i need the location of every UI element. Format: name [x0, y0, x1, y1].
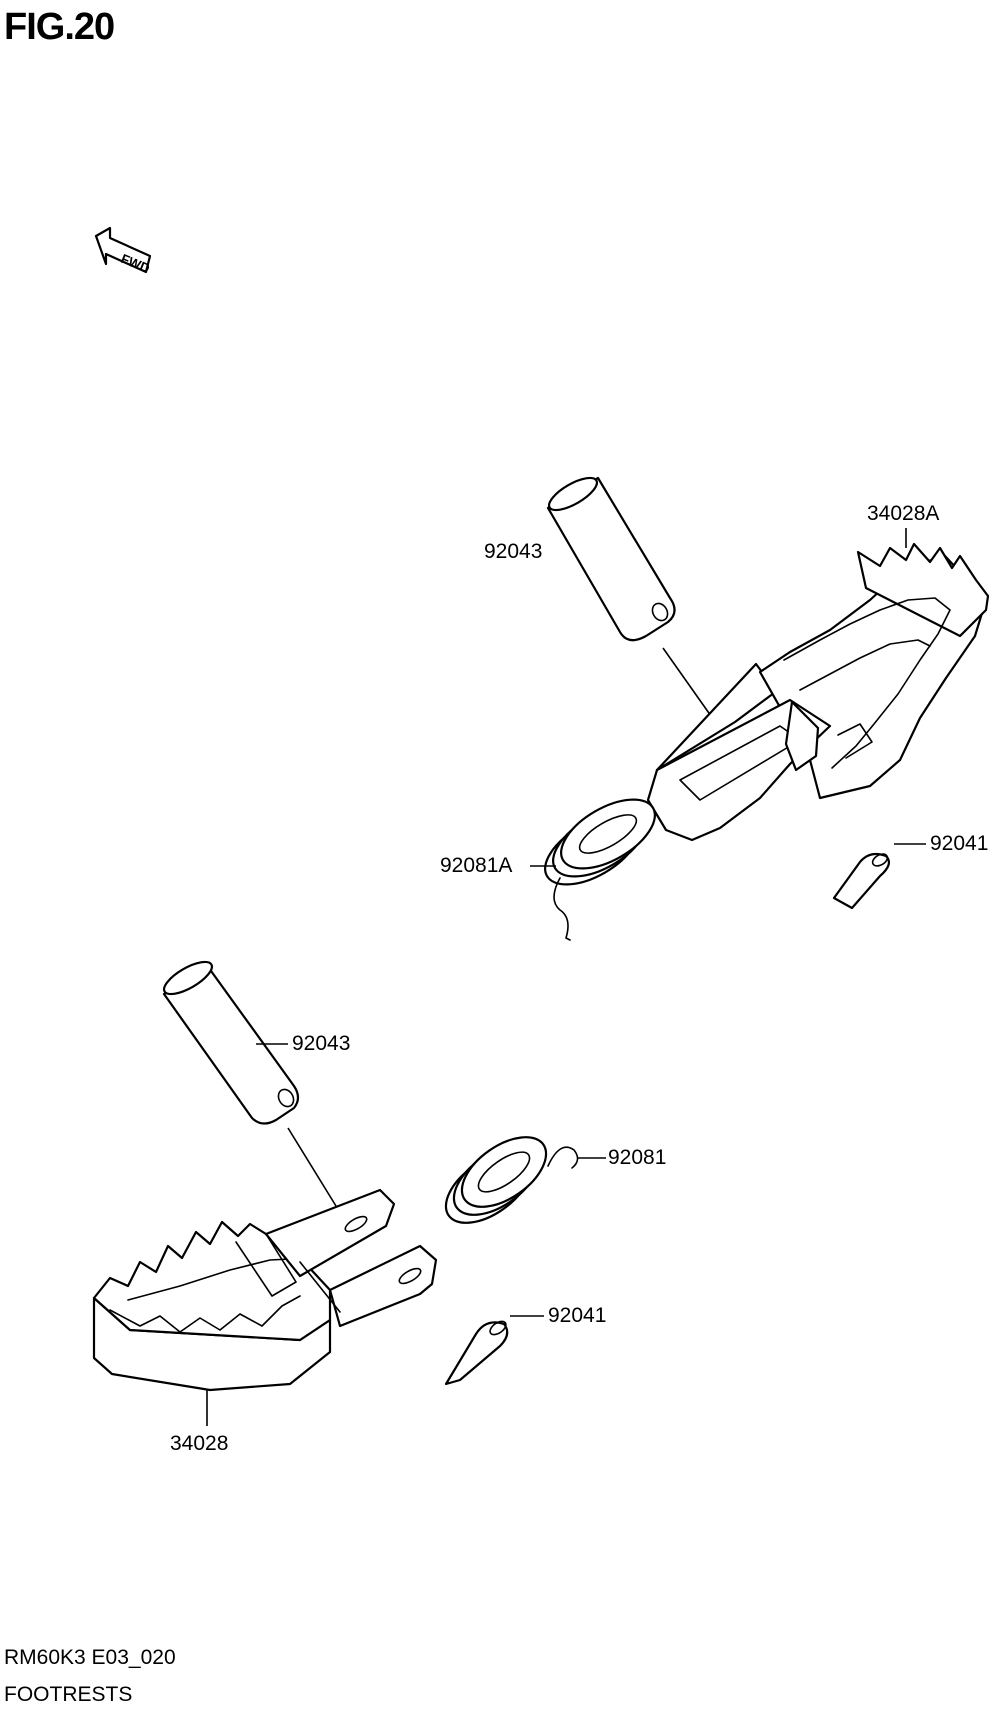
spring-left [444, 1136, 606, 1224]
callout-92081a: 92081A [440, 854, 512, 877]
cotter-pin-upper [832, 843, 926, 910]
diagram-code: RM60K3 E03_020 [4, 1646, 176, 1669]
callout-34028a: 34028A [867, 502, 939, 525]
pin-upper [546, 476, 712, 717]
figure-title: FIG.20 [4, 6, 115, 48]
footrest-left [92, 1188, 438, 1426]
callout-92041-lower: 92041 [548, 1304, 606, 1327]
diagram-name: FOOTRESTS [4, 1683, 133, 1706]
spring-right [530, 798, 656, 941]
footrest-right [646, 528, 990, 842]
callout-92041-upper: 92041 [930, 832, 988, 855]
fwd-arrow-icon: FWD [94, 226, 152, 276]
callout-92043-upper: 92043 [484, 540, 542, 563]
cotter-pin-lower [444, 1315, 544, 1386]
callout-92043-lower: 92043 [292, 1032, 350, 1055]
callout-92081: 92081 [608, 1146, 666, 1169]
pin-lower [162, 960, 337, 1207]
callout-34028: 34028 [170, 1432, 228, 1455]
